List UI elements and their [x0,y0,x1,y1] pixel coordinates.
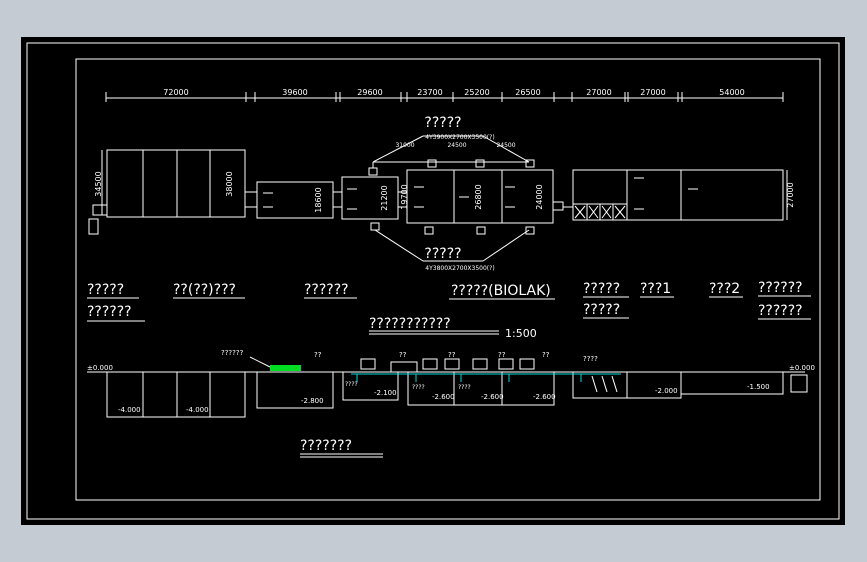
level-right: ±0.000 [789,364,815,372]
blower-top [368,135,535,176]
dim-label: 29600 [357,88,382,97]
tank-2-plan [245,181,334,219]
label-l1b: ?????? [87,304,132,320]
dim-label: 26500 [515,88,540,97]
level-label: -4.000 [118,406,141,414]
side-dim: 24000 [535,184,544,209]
level-label: -1.500 [747,383,770,391]
blower-bottom [370,222,535,262]
callout-b: ?? [314,351,322,359]
dim-label: 72000 [163,88,188,97]
callout-b: ?? [448,351,456,359]
blower-title-top: ????? [424,115,461,131]
pipe-label: ???? [412,384,425,391]
level-left: ±0.000 [87,364,113,372]
tank-1-plan [88,149,246,235]
side-dim: 38000 [225,171,234,196]
blower-span: 24500 [496,142,515,149]
level-label: -2.100 [374,389,397,397]
dim-label: 54000 [719,88,744,97]
tank-3-plan [333,176,399,220]
label-l4: ?????(BIOLAK) [451,283,551,299]
blower-spec-bottom: 4Y3800X2700X3500(?) [425,265,494,272]
outer-frame [26,42,840,520]
label-l6: ???1 [640,281,671,297]
level-label: -2.800 [301,397,324,405]
label-l7: ???2 [709,281,740,297]
label-l3: ?????? [304,282,349,298]
callout-b: ?? [542,351,550,359]
green-pipe [270,365,301,371]
label-l8: ?????? [758,280,803,296]
plan-scale: 1:500 [505,327,537,340]
callout-c: ???? [583,355,598,363]
dim-label: 23700 [417,88,442,97]
label-l5b: ????? [583,302,620,318]
cad-canvas[interactable]: 72000 39600 29600 23700 25200 26500 2700… [21,37,845,525]
section-view [87,356,808,418]
level-label: -2.000 [655,387,678,395]
section-title: ??????? [300,438,352,454]
side-dim: 27000 [786,182,795,207]
level-label: -2.600 [432,393,455,401]
dim-label: 27000 [640,88,665,97]
dim-label: 25200 [464,88,489,97]
callout-b: ?? [498,351,506,359]
pipe-label: ???? [345,381,358,388]
side-dim: 18600 [314,187,323,212]
blower-span: 24500 [447,142,466,149]
cad-drawing: 72000 39600 29600 23700 25200 26500 2700… [26,42,840,520]
blower-span: 31000 [395,142,414,149]
tank-4-plan [398,169,573,224]
level-label: -2.600 [533,393,556,401]
level-label: -2.600 [481,393,504,401]
inner-frame [75,58,821,501]
tank-5-plan [572,169,788,221]
level-label: -4.000 [186,406,209,414]
label-l2: ??(??)??? [173,282,236,298]
label-l5: ????? [583,281,620,297]
air-pipe [351,373,621,382]
side-dim: 34500 [94,171,103,196]
blower-title-bottom: ????? [424,246,461,262]
dimension-line [105,92,784,102]
callout-b: ?? [399,351,407,359]
blower-spec-top: 4Y3900X2700X3500(?) [425,134,494,141]
dim-label: 27000 [586,88,611,97]
label-l1: ????? [87,282,124,298]
pipe-label: ???? [458,384,471,391]
callout-a: ?????? [221,349,244,357]
label-l8b: ?????? [758,303,803,319]
side-dim: 19700 [400,184,409,209]
dim-label: 39600 [282,88,307,97]
side-dim: 26800 [474,184,483,209]
side-dim: 21200 [380,185,389,210]
plan-title: ??????????? [369,316,451,332]
